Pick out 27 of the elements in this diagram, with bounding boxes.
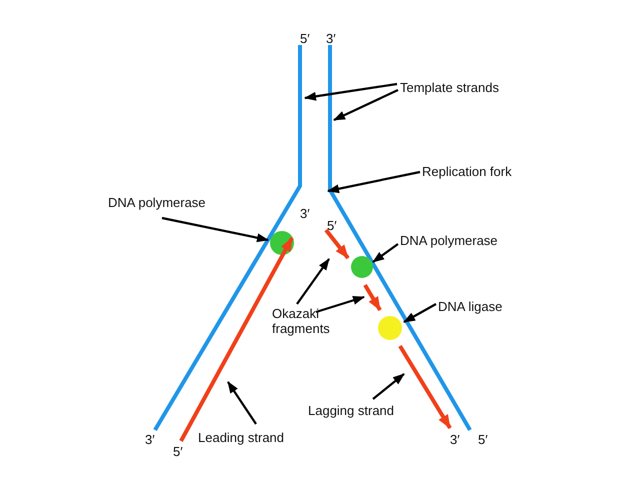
callout-label: Okazaki fragments xyxy=(272,306,352,336)
leader-arrow xyxy=(333,89,398,121)
callout-label: DNA polymerase xyxy=(108,195,206,210)
strand-end-label: 5′ xyxy=(327,218,337,233)
callout-label: DNA polymerase xyxy=(400,233,498,248)
leader-arrow xyxy=(403,303,437,323)
callout-label: Template strands xyxy=(400,80,499,95)
callout-label: DNA ligase xyxy=(438,299,502,314)
strand-end-label: 5′ xyxy=(300,31,310,46)
leader-arrow xyxy=(327,170,420,194)
strand-end-label: 3′ xyxy=(326,31,336,46)
callout-label: Lagging strand xyxy=(308,403,394,418)
strand-end-label: 3′ xyxy=(450,432,460,447)
leader-arrow xyxy=(227,381,257,425)
strand-end-label: 5′ xyxy=(173,444,183,459)
leader-arrow xyxy=(162,216,269,242)
strand-end-label: 3′ xyxy=(300,206,310,221)
strand-end-label: 3′ xyxy=(145,432,155,447)
callout-label: Leading strand xyxy=(198,430,284,445)
leader-arrow xyxy=(372,243,399,263)
strand-end-label: 5′ xyxy=(478,432,488,447)
okazaki-fragment xyxy=(324,228,350,260)
callout-label: Replication fork xyxy=(422,164,512,179)
leader-arrow xyxy=(296,258,330,305)
leader-arrow xyxy=(372,373,405,400)
leader-arrow xyxy=(304,82,398,101)
leader-arrow xyxy=(316,296,365,314)
